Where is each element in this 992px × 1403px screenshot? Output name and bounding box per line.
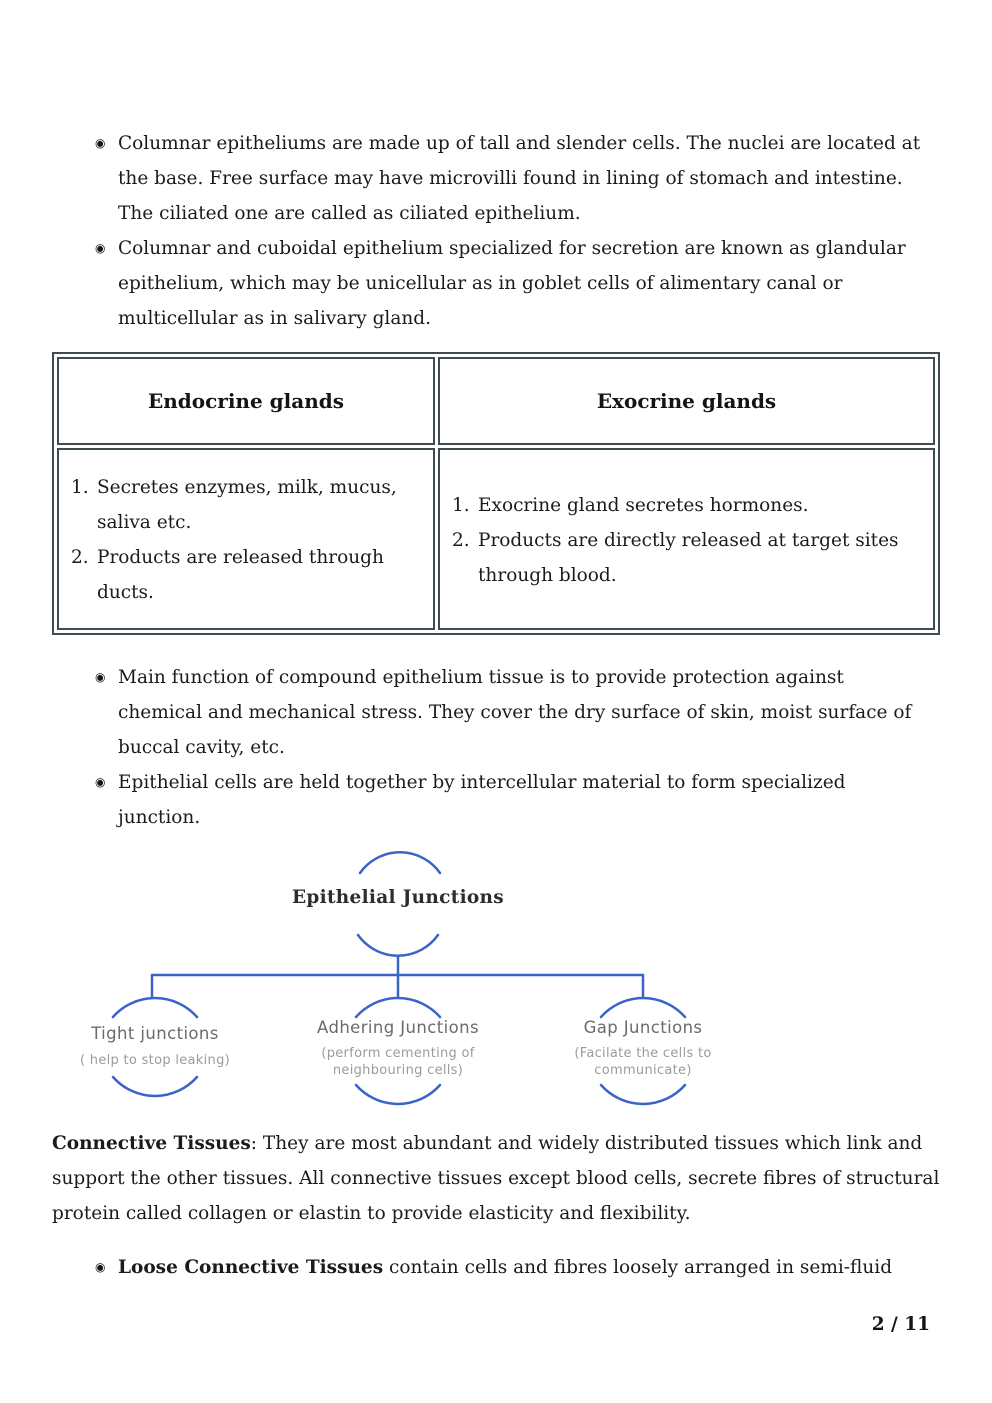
tight-junctions-label: Tight junctions [91,1024,219,1043]
exocrine-cell: 1. Exocrine gland secretes hormones. 2. … [438,448,935,630]
list-item-text: Secretes enzymes, milk, mucus, saliva et… [97,477,397,533]
bullet-text: Loose Connective Tissues contain cells a… [118,1250,892,1285]
diagram-connector-lines [111,851,687,1106]
bullet-text: Main function of compound epithelium tis… [118,667,912,758]
epithelial-junctions-diagram: Epithelial Junctions Tight junctions ( h… [0,845,992,1117]
glands-comparison-table: Endocrine glands Exocrine glands 1. Secr… [52,352,940,635]
list-item-text: Products are released through ducts. [97,547,384,603]
bullet-icon: ◉ [95,241,106,255]
table-header-endocrine: Endocrine glands [57,357,435,445]
loose-connective-lead: Loose Connective Tissues [118,1257,384,1278]
page-number: 2 / 11 [871,1314,930,1335]
bullet-text: Columnar and cuboidal epithelium special… [118,238,906,329]
gap-junctions-label: Gap Junctions [583,1018,703,1037]
list-item: ◉ Epithelial cells are held together by … [52,765,952,835]
list-item-number: 1. [71,477,89,498]
bullet-icon: ◉ [95,775,106,789]
list-item: 2. Products are directly released at tar… [452,523,921,593]
epithelial-junctions-title: Epithelial Junctions [291,887,505,908]
endocrine-cell: 1. Secretes enzymes, milk, mucus, saliva… [57,448,435,630]
bullet-text: Columnar epitheliums are made up of tall… [118,133,921,224]
list-item-number: 2. [452,529,470,551]
loose-connective-body: contain cells and fibres loosely arrange… [383,1257,893,1278]
list-item-text: Products are directly released at target… [478,529,899,586]
bullet-icon: ◉ [95,670,106,684]
list-item: ◉ Columnar epitheliums are made up of ta… [52,126,952,231]
list-item-number: 2. [71,547,89,568]
gap-junctions-desc: (Facilate the cells to communicate) [574,1046,712,1078]
list-item: ◉ Main function of compound epithelium t… [52,660,952,765]
table-header-exocrine: Exocrine glands [438,357,935,445]
connective-tissues-paragraph: Connective Tissues: They are most abunda… [52,1126,952,1231]
connective-tissues-lead: Connective Tissues [52,1133,251,1154]
list-item: ◉ Loose Connective Tissues contain cells… [52,1250,952,1285]
list-item-number: 1. [452,494,470,516]
bullet-list-middle: ◉ Main function of compound epithelium t… [52,660,952,835]
bullet-icon: ◉ [95,136,106,150]
list-item-text: Exocrine gland secretes hormones. [478,494,809,516]
list-item: 2. Products are released through ducts. [71,540,421,610]
list-item: ◉ Columnar and cuboidal epithelium speci… [52,231,952,336]
list-item: 1. Exocrine gland secretes hormones. [452,488,921,523]
adhering-junctions-label: Adhering Junctions [317,1018,479,1037]
list-item: 1. Secretes enzymes, milk, mucus, saliva… [71,470,421,540]
bullet-text: Epithelial cells are held together by in… [118,772,846,828]
tight-junctions-desc: ( help to stop leaking) [79,1053,231,1068]
bullet-list-bottom: ◉ Loose Connective Tissues contain cells… [52,1250,952,1285]
adhering-junctions-desc: (perform cementing of neighbouring cells… [321,1046,475,1078]
bullet-icon: ◉ [95,1260,106,1274]
bullet-list-top: ◉ Columnar epitheliums are made up of ta… [52,126,952,336]
connective-tissues-body: : They are most abundant and widely dist… [52,1133,940,1224]
